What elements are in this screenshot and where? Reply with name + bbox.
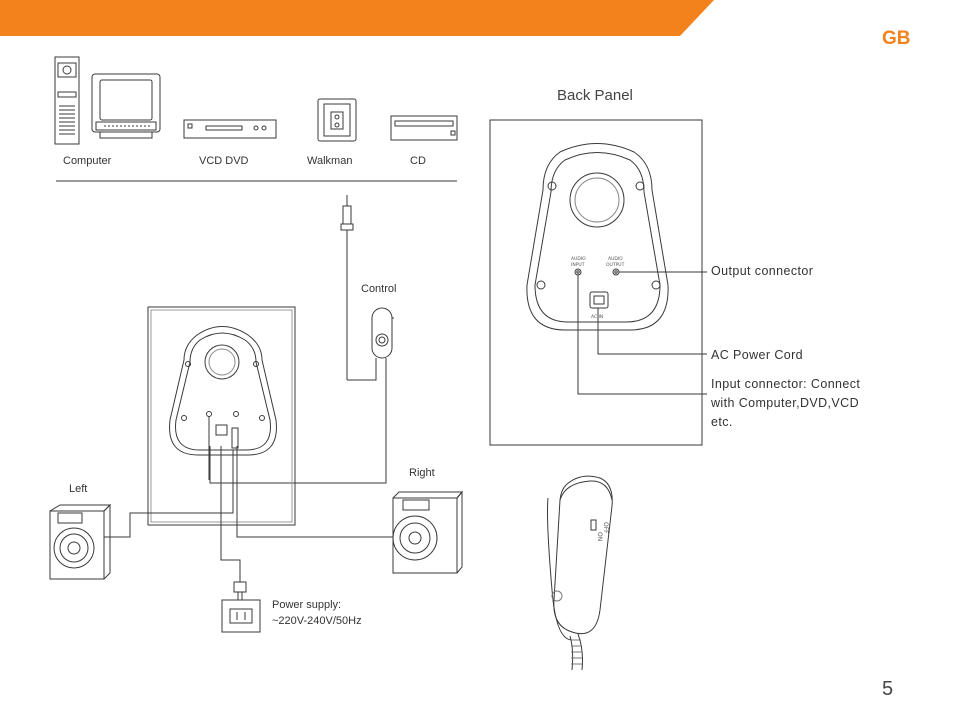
label-power-spec: ~220V-240V/50Hz	[272, 615, 362, 627]
label-control: Control	[361, 283, 397, 295]
ac-power-leader	[597, 308, 707, 355]
label-vcd-dvd: VCD DVD	[199, 155, 249, 167]
callout-ac-power-cord: AC Power Cord	[711, 348, 804, 362]
audio-plug-icon	[340, 195, 354, 380]
page-number: 5	[882, 678, 894, 700]
label-left: Left	[69, 483, 88, 495]
input-connector-leader	[577, 275, 707, 395]
cd-player-icon	[390, 115, 458, 141]
svg-text:OFF: OFF	[602, 522, 609, 534]
callout-output-connector: Output connector	[711, 264, 814, 278]
label-computer: Computer	[63, 155, 112, 167]
dvd-player-icon	[183, 119, 277, 139]
power-outlet-icon	[220, 446, 261, 633]
right-speaker-icon	[392, 490, 464, 574]
language-badge: GB	[882, 28, 911, 49]
svg-text:AUDIO: AUDIO	[571, 256, 586, 262]
callout-input-connector: Input connector: Connect with Computer,D…	[711, 377, 861, 429]
svg-text:INPUT: INPUT	[571, 262, 585, 268]
svg-text:AUDIO: AUDIO	[608, 256, 623, 262]
walkman-icon	[317, 98, 357, 142]
header-banner	[0, 0, 714, 36]
computer-icon	[54, 56, 161, 145]
label-right: Right	[409, 467, 435, 479]
volume-control-icon	[209, 307, 394, 484]
label-cd: CD	[410, 155, 426, 167]
back-panel-illustration: AUDIO INPUT AUDIO OUTPUT AC IN	[489, 119, 703, 446]
back-panel-title: Back Panel	[557, 87, 633, 104]
label-walkman: Walkman	[307, 155, 353, 167]
left-speaker-icon	[49, 503, 112, 580]
svg-text:AC IN: AC IN	[591, 314, 603, 320]
right-speaker-cable	[236, 446, 393, 538]
svg-text:ON: ON	[596, 532, 603, 541]
svg-text:OUTPUT: OUTPUT	[606, 262, 625, 268]
left-speaker-cable	[104, 450, 234, 538]
remote-control-icon: OFF ON	[547, 475, 613, 671]
label-power-supply: Power supply:	[272, 599, 342, 611]
